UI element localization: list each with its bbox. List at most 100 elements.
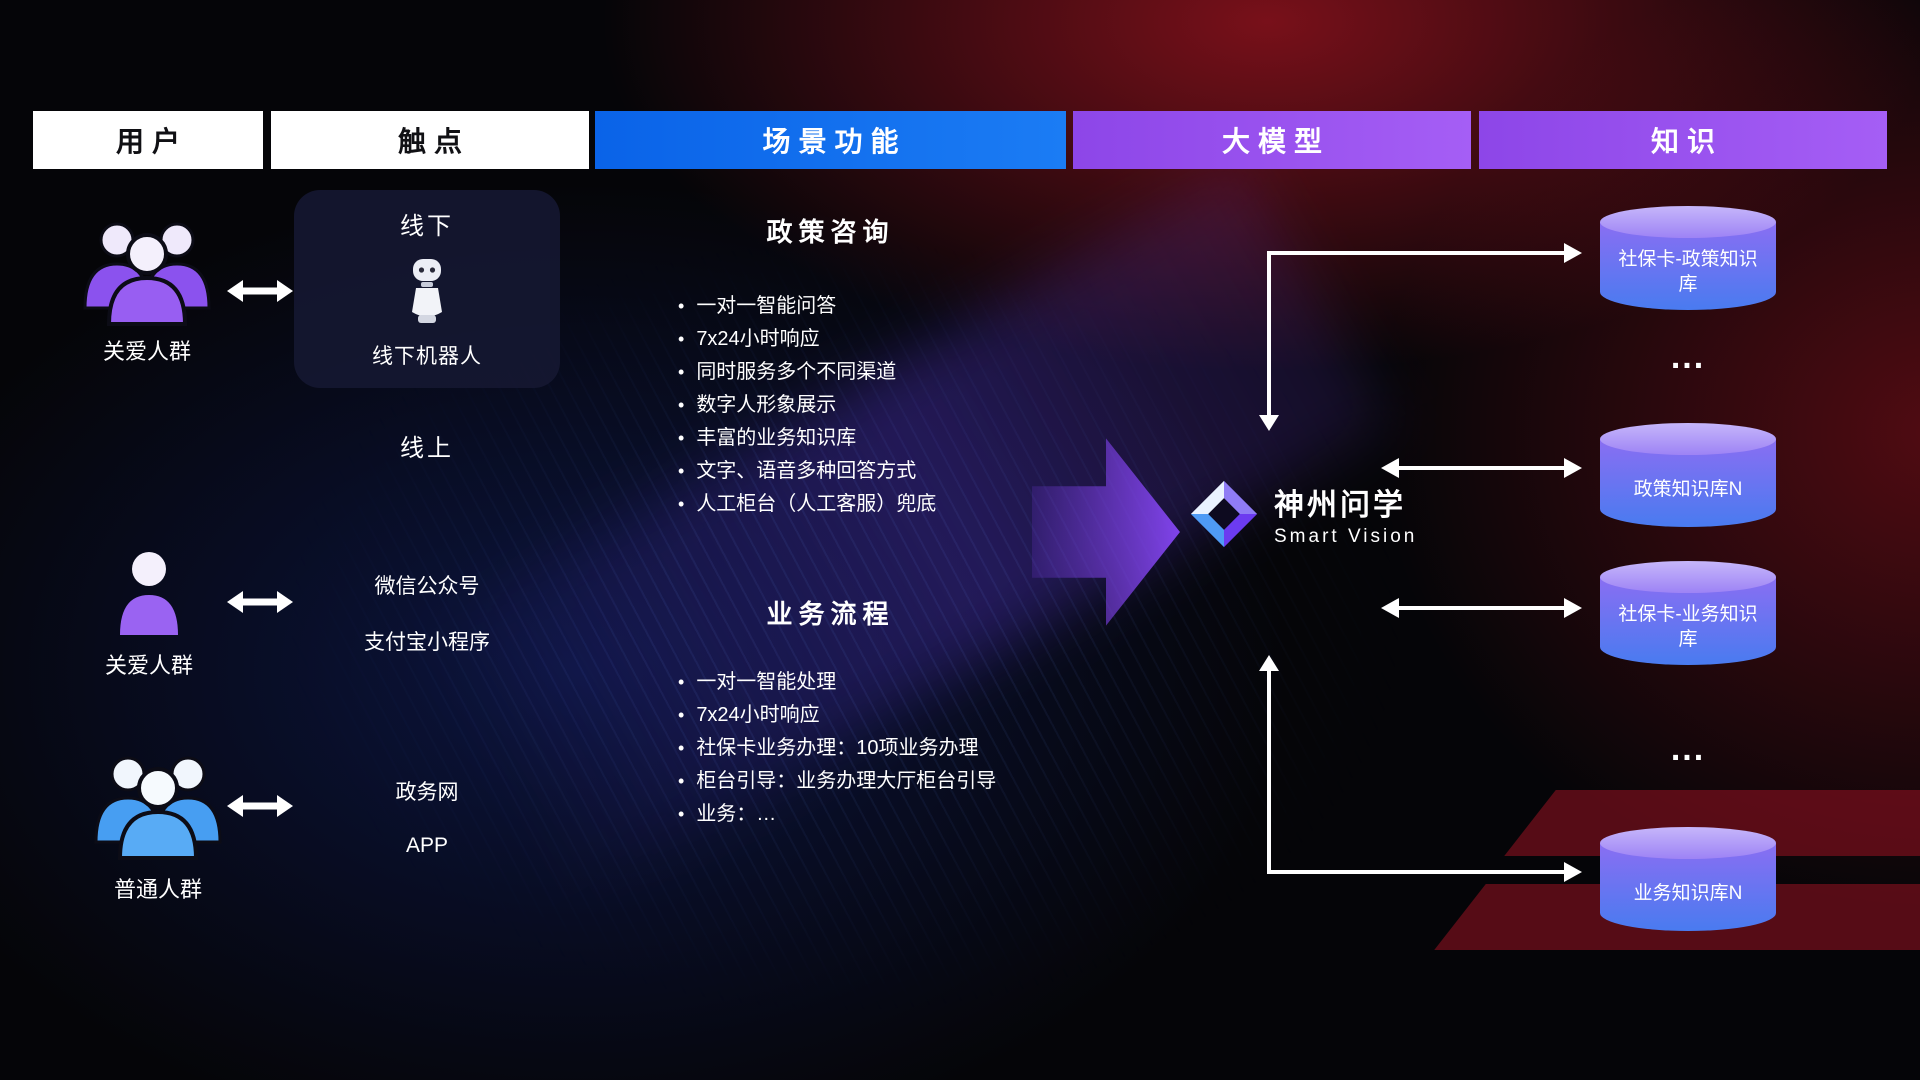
connector-bottom-vertical-line [1267, 669, 1271, 874]
list-item: 柜台引导：业务办理大厅柜台引导 [678, 765, 996, 798]
list-item-text: 7x24小时响应 [696, 328, 820, 350]
list-item: 社保卡业务办理：10项业务办理 [678, 732, 996, 765]
list-item-text: 一对一智能处理 [696, 671, 837, 693]
connector-top-vertical-line [1267, 251, 1271, 417]
model-subtitle: Smart Vision [1274, 526, 1418, 547]
list-item: 人工柜台（人工客服）兜底 [678, 488, 936, 521]
ellipsis-more: ... [1670, 730, 1706, 768]
ellipsis-more: ... [1670, 338, 1706, 376]
list-item: 数字人形象展示 [678, 389, 936, 422]
bullet-dot [678, 671, 696, 693]
bullet-dot [678, 460, 696, 482]
model-logo-text: 神州问学 Smart Vision [1274, 480, 1417, 548]
list-item: 同时服务多个不同渠道 [678, 356, 936, 389]
bidirectional-arrow-icon [227, 591, 293, 613]
user-group-purple-icon [83, 222, 211, 326]
offline-robot-label: 线下机器人 [372, 345, 482, 368]
user-group-blue-icon [94, 756, 222, 860]
list-item-text: 数字人形象展示 [696, 394, 837, 416]
arrowhead-down-icon [1259, 415, 1279, 431]
arrowhead-up-icon [1259, 655, 1279, 671]
offline-title: 线下 [400, 213, 454, 240]
bullet-dot [678, 770, 696, 792]
database-cylinder-top [1600, 561, 1776, 593]
database-cylinder-top [1600, 827, 1776, 859]
bullet-dot [678, 295, 696, 317]
list-item: 一对一智能处理 [678, 666, 996, 699]
bullet-dot [678, 328, 696, 350]
smart-vision-logo-icon [1190, 480, 1258, 548]
list-item: 丰富的业务知识库 [678, 422, 936, 455]
kb-socialcard-policy: 社保卡-政策知识库 [1600, 206, 1776, 310]
business-feature-list: 一对一智能处理 7x24小时响应 社保卡业务办理：10项业务办理 柜台引导：业务… [678, 666, 996, 831]
channel-alipay: 支付宝小程序 [364, 631, 490, 654]
list-item-text: 业务：… [696, 803, 777, 825]
list-item: 7x24小时响应 [678, 699, 996, 732]
kb-socialcard-business: 社保卡-业务知识库 [1600, 561, 1776, 665]
user-single-label: 关爱人群 [104, 653, 193, 678]
user-group1-label: 关爱人群 [102, 339, 191, 364]
channel-gov-web: 政务网 [395, 781, 459, 804]
column-header-touchpoints: 触点 [271, 111, 589, 169]
kb-business-n: 业务知识库N [1600, 827, 1776, 931]
bullet-dot [678, 737, 696, 759]
list-item-text: 丰富的业务知识库 [696, 427, 857, 449]
list-item-text: 文字、语音多种回答方式 [696, 460, 917, 482]
policy-feature-list: 一对一智能问答 7x24小时响应 同时服务多个不同渠道 数字人形象展示 丰富的业… [678, 290, 936, 521]
header-label: 触点 [397, 126, 470, 157]
header-label: 场景功能 [762, 126, 907, 157]
bullet-dot [678, 704, 696, 726]
header-label: 大模型 [1221, 126, 1330, 157]
arrowhead-right-icon [1564, 598, 1582, 618]
column-header-knowledge: 知识 [1479, 111, 1887, 169]
arrowhead-left-icon [1381, 458, 1399, 478]
connector-mid1-line [1397, 466, 1565, 470]
user-group2-label: 普通人群 [113, 877, 202, 902]
bidirectional-arrow-icon [227, 795, 293, 817]
list-item-text: 人工柜台（人工客服）兜底 [696, 493, 937, 515]
column-header-users: 用户 [33, 111, 263, 169]
database-label-text: 社保卡-政策知识库 [1618, 249, 1758, 295]
connector-top-horizontal-line [1267, 251, 1567, 255]
list-item: 业务：… [678, 798, 996, 831]
database-label-text: 政策知识库N [1633, 478, 1743, 500]
column-header-model: 大模型 [1073, 111, 1471, 169]
kb-policy-n: 政策知识库N [1600, 423, 1776, 527]
model-name: 神州问学 [1274, 489, 1406, 522]
database-label-text: 社保卡-业务知识库 [1618, 604, 1758, 650]
channel-wechat: 微信公众号 [374, 575, 480, 598]
arrowhead-left-icon [1381, 598, 1399, 618]
bullet-dot [678, 493, 696, 515]
arrowhead-right-icon [1564, 458, 1582, 478]
online-title: 线上 [400, 435, 454, 462]
bullet-dot [678, 427, 696, 449]
arrowhead-right-icon [1564, 862, 1582, 882]
model-logo: 神州问学 Smart Vision [1188, 478, 1417, 550]
arrowhead-right-icon [1564, 243, 1582, 263]
list-item: 一对一智能问答 [678, 290, 936, 323]
user-single-purple-icon [120, 552, 178, 635]
bullet-dot [678, 361, 696, 383]
channel-app: APP [405, 834, 449, 857]
bullet-dot [678, 803, 696, 825]
section-title-business: 业务流程 [766, 599, 895, 629]
header-label: 用户 [115, 126, 188, 157]
connector-bottom-horizontal-line [1267, 870, 1567, 874]
list-item: 文字、语音多种回答方式 [678, 455, 936, 488]
database-cylinder-top [1600, 206, 1776, 238]
header-label: 知识 [1650, 126, 1723, 157]
database-label-text: 业务知识库N [1633, 882, 1743, 904]
database-cylinder-top [1600, 423, 1776, 455]
list-item-text: 柜台引导：业务办理大厅柜台引导 [696, 770, 997, 792]
offline-touchpoint-panel: 线下 线下机器人 [294, 190, 560, 388]
column-header-functions: 场景功能 [595, 111, 1066, 169]
list-item-text: 一对一智能问答 [696, 295, 837, 317]
bullet-dot [678, 394, 696, 416]
list-item-text: 社保卡业务办理：10项业务办理 [696, 737, 979, 759]
bidirectional-arrow-icon [227, 280, 293, 302]
robot-icon [412, 258, 442, 323]
list-item: 7x24小时响应 [678, 323, 936, 356]
connector-mid2-line [1397, 606, 1565, 610]
list-item-text: 同时服务多个不同渠道 [696, 361, 897, 383]
